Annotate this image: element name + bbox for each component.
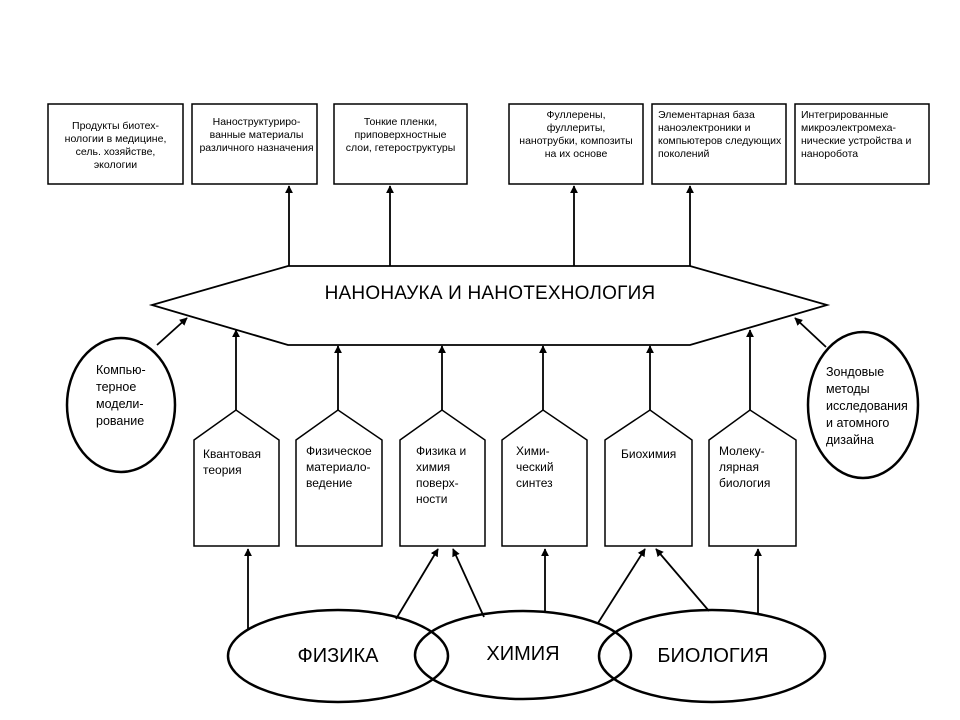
arrows-to-hexagon — [156, 317, 827, 410]
application-label-nanomaterials: Наноструктуриро- ванные материалы различ… — [199, 116, 314, 154]
physics-ellipse — [226, 608, 450, 704]
discipline-label-quantum-theory: Квантовая теория — [203, 447, 261, 477]
probe-methods-label: Зондовые методы исследования и атомного … — [826, 365, 908, 447]
application-label-mems: Интегрированные микроэлектромеха- ническ… — [801, 109, 912, 160]
discipline-label-surface-physics-chemistry: Физика и химия поверх- ности — [416, 444, 467, 506]
application-label-thin-films: Тонкие пленки, приповерхностные слои, ге… — [345, 116, 456, 154]
application-box-fullerenes — [508, 103, 644, 185]
arrows-to-applications — [285, 185, 694, 266]
computer-modeling-label: Компью- терное модели- рование — [96, 363, 146, 428]
chemistry-label: ХИМИЯ — [486, 643, 560, 665]
application-box-biotech — [47, 103, 184, 185]
application-label-nanoelectronics: Элементарная база наноэлектроники и комп… — [658, 109, 782, 160]
chemistry-ellipse — [413, 609, 633, 701]
discipline-box-surface-physics-chemistry — [399, 409, 486, 547]
discipline-box-chemical-synthesis — [501, 409, 588, 547]
application-box-nanoelectronics — [651, 103, 787, 185]
discipline-box-quantum-theory — [193, 409, 280, 547]
discipline-box-molecular-biology — [708, 409, 797, 547]
application-box-nanomaterials — [191, 103, 318, 185]
discipline-box-biochemistry — [604, 409, 693, 547]
discipline-label-physical-materials: Физическое материало- ведение — [306, 444, 372, 490]
diagram-title: НАНОНАУКА И НАНОТЕХНОЛОГИЯ — [324, 283, 656, 304]
physics-label: ФИЗИКА — [297, 645, 379, 667]
discipline-box-physical-materials — [295, 409, 383, 547]
application-box-mems — [794, 103, 930, 185]
arrows-from-bases — [244, 548, 762, 630]
discipline-label-biochemistry: Биохимия — [621, 447, 677, 461]
application-label-biotech: Продукты биотех- нологии в медицине, сел… — [64, 120, 167, 171]
computer-modeling-circle — [65, 336, 177, 474]
application-box-thin-films — [333, 103, 468, 185]
biology-ellipse — [597, 608, 827, 704]
nanoscience-hexagon — [148, 265, 831, 346]
probe-methods-circle — [806, 330, 920, 480]
application-label-fullerenes: Фуллерены, фуллериты, нанотрубки, композ… — [519, 109, 633, 160]
discipline-label-molecular-biology: Молеку- лярная биология — [719, 444, 771, 490]
discipline-label-chemical-synthesis: Хими- ческий синтез — [516, 444, 554, 490]
biology-label: БИОЛОГИЯ — [657, 645, 769, 667]
